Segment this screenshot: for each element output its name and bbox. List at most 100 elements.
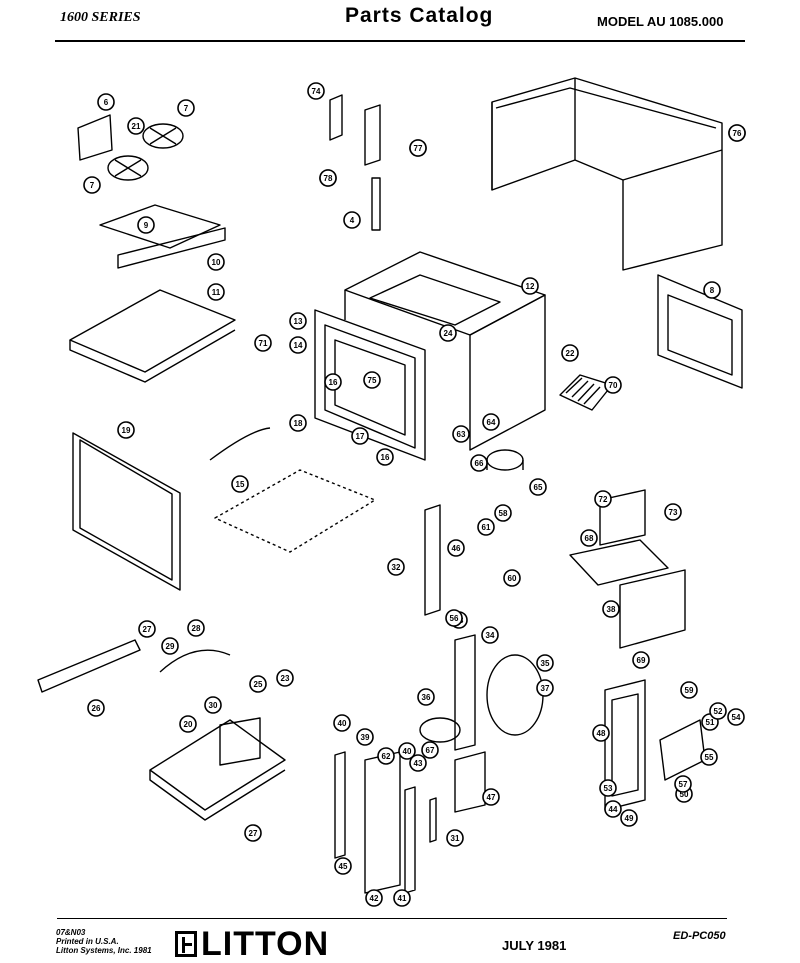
callout-number: 57 [679,780,688,789]
callout-7: 7 [177,99,195,117]
printed-label: Printed in U.S.A. [56,937,119,946]
callout-32: 32 [387,558,405,576]
form-number: 07&N03 [56,928,86,937]
callout-42: 42 [365,889,383,907]
callout-number: 22 [566,349,575,358]
callout-circle [254,334,272,352]
callout-44: 44 [604,800,622,818]
callout-24: 24 [439,324,457,342]
callout-58: 58 [494,504,512,522]
callout-number: 75 [368,376,377,385]
callout-number: 64 [487,418,496,427]
callout-number: 55 [705,753,714,762]
callout-circle [365,889,383,907]
callout-circle [334,857,352,875]
callout-circle [356,728,374,746]
callout-circle [179,715,197,733]
callout-70: 70 [604,376,622,394]
footer-rule [57,918,727,919]
callout-circle [482,788,500,806]
callout-13: 13 [289,312,307,330]
callout-circle [529,478,547,496]
callout-59: 59 [680,681,698,699]
callout-circle [620,809,638,827]
callout-25: 25 [249,675,267,693]
callout-number: 40 [403,747,412,756]
callout-circle [494,504,512,522]
callout-30: 30 [204,696,222,714]
callout-number: 29 [166,642,175,651]
callout-number: 15 [236,480,245,489]
page-header: 1600 SERIES Parts Catalog MODEL AU 1085.… [0,0,800,44]
callout-number: 27 [143,625,152,634]
callout-circle [161,637,179,655]
callout-circle [709,702,727,720]
callout-circle [592,724,610,742]
callout-number: 26 [92,704,101,713]
callout-number: 8 [710,286,715,295]
oven-cavity [344,251,546,451]
callout-circle [319,169,337,187]
callout-18: 18 [289,414,307,432]
callout-20: 20 [179,715,197,733]
callout-circle [477,518,495,536]
left-rail [37,639,141,693]
callout-69: 69 [632,651,650,669]
callout-number: 6 [104,98,109,107]
callout-49: 49 [620,809,638,827]
callout-22: 22 [561,344,579,362]
callout-number: 59 [685,686,694,695]
callout-number: 78 [324,174,333,183]
callout-77: 77 [409,139,427,157]
callout-circle [363,371,381,389]
callout-number: 19 [122,426,131,435]
callout-circle [83,176,101,194]
base-board [149,717,286,821]
callout-number: 67 [426,746,435,755]
callout-14: 14 [289,336,307,354]
callout-circle [439,324,457,342]
litton-logo: LITTON [175,926,329,962]
callout-27: 27 [138,620,156,638]
callout-19: 19 [117,421,135,439]
callout-7: 7 [83,176,101,194]
callout-number: 60 [508,574,517,583]
callout-circle [580,529,598,547]
callout-number: 12 [526,282,535,291]
callout-number: 23 [281,674,290,683]
callout-circle [351,427,369,445]
callout-circle [604,800,622,818]
callout-circle [393,889,411,907]
transformer-assembly [569,489,686,649]
model-number: MODEL AU 1085.000 [597,14,724,29]
control-panel [604,679,646,811]
callout-31: 31 [446,829,464,847]
callout-45: 45 [334,857,352,875]
callout-number: 51 [706,718,715,727]
callout-number: 71 [259,339,268,348]
callout-number: 42 [370,894,379,903]
callout-circle [445,609,463,627]
callout-number: 58 [499,509,508,518]
callout-62: 62 [377,747,395,765]
callout-number: 74 [312,87,321,96]
callout-10: 10 [207,253,225,271]
callout-circle [680,681,698,699]
callout-number: 39 [361,733,370,742]
callout-circle [207,283,225,301]
door-bars [334,751,437,894]
callout-circle [561,344,579,362]
callout-41: 41 [393,889,411,907]
callout-number: 77 [414,144,423,153]
callout-circle [727,708,745,726]
callout-circle [421,741,439,759]
callout-number: 18 [294,419,303,428]
callout-number: 50 [680,790,689,799]
callout-circle [187,619,205,637]
callout-75: 75 [363,371,381,389]
callout-number: 40 [338,719,347,728]
callout-number: 38 [607,605,616,614]
callout-number: 24 [444,329,453,338]
callout-circle [417,688,435,706]
